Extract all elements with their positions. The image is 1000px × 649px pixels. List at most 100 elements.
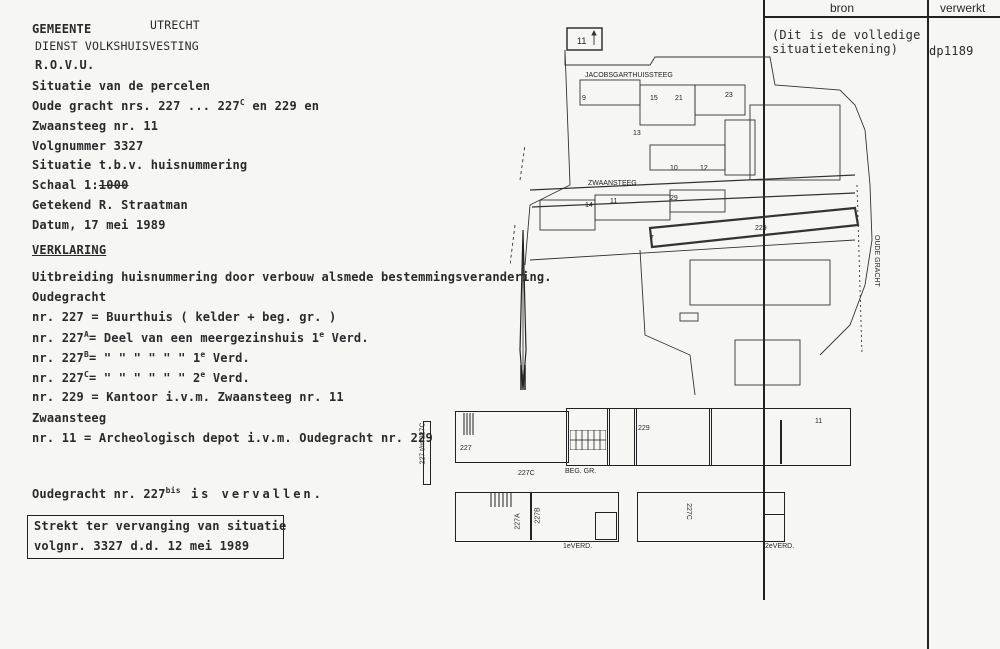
- block-k: [734, 339, 801, 386]
- item-text: = Buurthuis ( kelder + beg. gr. ): [83, 310, 337, 324]
- plan-bg-stair: [566, 408, 610, 466]
- block-e: [724, 119, 756, 176]
- verklaring-title: VERKLARING: [32, 243, 107, 257]
- item-text2: Verd.: [324, 331, 369, 345]
- purpose-label: Situatie t.b.v. huisnummering: [32, 158, 248, 172]
- item-text: = " " " " " " 1: [89, 351, 201, 365]
- bron-header: bron: [830, 1, 855, 15]
- item-prefix: nr. 227: [32, 310, 84, 324]
- block-a: [579, 79, 641, 106]
- item-prefix: nr. 227: [32, 351, 84, 365]
- street-line-lower: [529, 239, 856, 261]
- label-num-17: 11: [610, 198, 617, 205]
- block-j: [689, 259, 831, 306]
- address-line-2: Zwaansteeg nr. 11: [32, 119, 159, 133]
- label-num-229: 229: [755, 225, 767, 232]
- stair-icon: [463, 413, 474, 435]
- situatie-label: Situatie van de percelen: [32, 79, 211, 93]
- plan-label-11: 11: [815, 418, 823, 425]
- plan-1e-wall: [530, 492, 532, 540]
- map-dashed-edge: [510, 144, 526, 266]
- rovu-label: R.O.V.U.: [35, 58, 95, 72]
- plan-label-227b: 227B: [534, 507, 542, 524]
- address-text: Oude gracht nrs. 227 ... 227: [32, 99, 240, 113]
- plan-label-227a: 227A: [514, 513, 522, 530]
- map-lower-path: [639, 249, 696, 396]
- item-229: nr. 229 = Kantoor i.v.m. Zwaansteeg nr. …: [32, 390, 344, 404]
- zwaansteeg-line-bottom: [531, 192, 856, 208]
- label-num-11: 7: [650, 235, 654, 242]
- plan-label-227: 227: [460, 445, 472, 452]
- scale-text: Schaal 1:: [32, 178, 99, 192]
- vervallen-sup: bis: [165, 486, 181, 495]
- bron-note-2: situatietekening): [772, 42, 899, 56]
- panel-divider-left: [763, 0, 765, 600]
- oude-gracht-dashed: [856, 184, 863, 356]
- plan-bg-inner-wall: [780, 420, 782, 464]
- label-oude-gracht: OUDE GRACHT: [873, 235, 880, 287]
- item-sup2: e: [200, 370, 206, 379]
- plan-bg-229: [634, 408, 712, 466]
- block-b: [639, 84, 696, 126]
- plan-label-1e-verd: 1eVERD.: [563, 543, 593, 550]
- block-i: [669, 189, 726, 213]
- stair-grid-icon: [570, 430, 606, 450]
- map-outline-right: [819, 129, 873, 356]
- item-zwaansteeg-11: nr. 11 = Archeologisch depot i.v.m. Oude…: [32, 431, 433, 445]
- replacement-line-1: Strekt ter vervanging van situatie: [34, 519, 287, 533]
- item-text2: Verd.: [205, 351, 250, 365]
- item-text: = " " " " " " 2: [89, 371, 201, 385]
- plan-label-227c: 227C: [518, 470, 535, 477]
- block-h: [594, 194, 671, 221]
- department-label: DIENST VOLKSHUISVESTING: [35, 39, 199, 53]
- street-oudegracht: Oudegracht: [32, 290, 107, 304]
- item-text: = Deel van een meergezinshuis 1: [89, 331, 320, 345]
- label-num-21: 21: [675, 95, 683, 102]
- verwerkt-value: dp1189: [929, 44, 974, 58]
- panel-divider-mid: [927, 0, 929, 649]
- map-outline-top: [564, 50, 866, 131]
- site-map: JACOBSGARTHUISSTEEG ZWAANSTEEG OUDE GRAC…: [510, 27, 880, 396]
- vervallen-text-end: is vervallen.: [180, 487, 324, 501]
- municipality-label: GEMEENTE: [32, 22, 92, 36]
- scale-label: Schaal 1:1000: [32, 178, 129, 192]
- label-num-12: 12: [700, 165, 708, 172]
- vervallen-note: Oudegracht nr. 227bis is vervallen.: [32, 486, 324, 501]
- block-small: [679, 312, 699, 322]
- block-c: [694, 84, 746, 116]
- north-arrow-icon: [519, 230, 527, 391]
- plan-bg-small: [607, 408, 637, 466]
- label-num-15: 15: [650, 95, 658, 102]
- city-label: UTRECHT: [150, 18, 200, 32]
- label-num-7: 14: [585, 202, 593, 209]
- item-227: nr. 227 = Buurthuis ( kelder + beg. gr. …: [32, 310, 336, 324]
- item-sup: A: [83, 330, 90, 339]
- label-zwaansteeg: ZWAANSTEEG: [588, 180, 637, 187]
- plan-label-227c2: 227C: [684, 503, 692, 520]
- street-zwaansteeg: Zwaansteeg: [32, 411, 107, 425]
- item-227b: nr. 227B= " " " " " " 1e Verd.: [32, 350, 250, 365]
- address-sup: C: [239, 98, 245, 107]
- replacement-line-2: volgnr. 3327 d.d. 12 mei 1989: [34, 539, 250, 553]
- volgnummer-label: Volgnummer 3327: [32, 139, 144, 153]
- label-jacobssteeg: JACOBSGARTHUISSTEEG: [585, 72, 673, 79]
- label-num-23: 23: [725, 92, 733, 99]
- item-sup2: e: [200, 350, 206, 359]
- map-tile-box: [566, 27, 603, 51]
- plan-2e-corner: [763, 514, 785, 542]
- label-num-9: 9: [582, 95, 586, 102]
- plan-1e-corner: [595, 512, 617, 540]
- address-text-end: en 229 en: [244, 99, 320, 113]
- zwaansteeg-line-top: [529, 174, 856, 191]
- plan-side-strip: [423, 421, 431, 485]
- plan-label-beg-gr: BEG. GR.: [565, 468, 597, 475]
- scale-value: 1000: [98, 178, 129, 192]
- item-sup2: e: [319, 330, 325, 339]
- item-text: = Kantoor i.v.m. Zwaansteeg nr. 11: [83, 390, 344, 404]
- block-d: [649, 144, 726, 171]
- panel-header-rule: [763, 16, 1000, 18]
- label-num-13: 13: [633, 130, 641, 137]
- item-prefix: nr. 229: [32, 390, 84, 404]
- plan-label-2e-verd: 2eVERD.: [765, 543, 795, 550]
